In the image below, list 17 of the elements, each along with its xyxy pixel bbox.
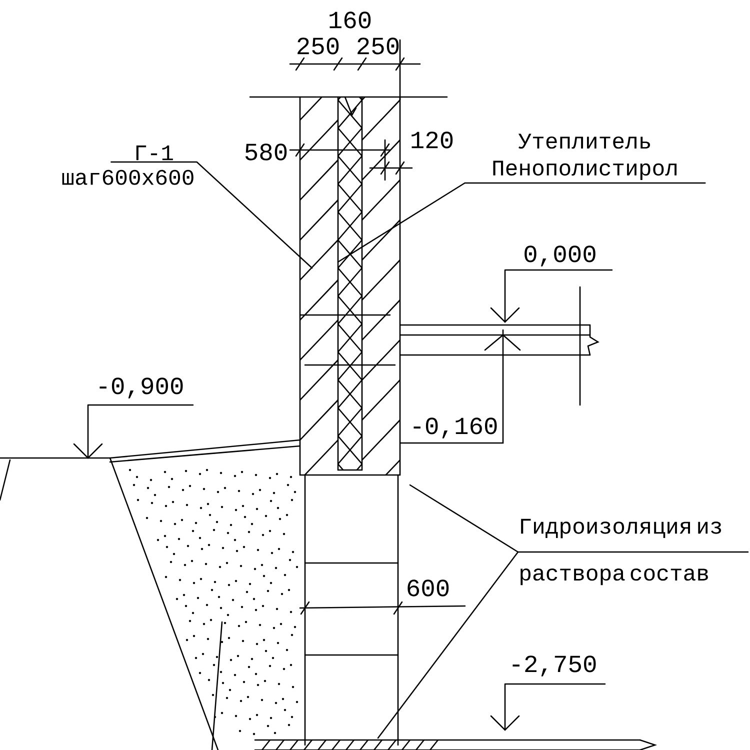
level-label: -2,750 [512, 656, 596, 676]
dimension-label: 250 [358, 38, 399, 54]
leader-line [409, 484, 749, 553]
dimension-label: 580 [245, 144, 287, 160]
dimension-label: 600 [408, 580, 449, 596]
leader-line [337, 182, 706, 263]
leader-line [110, 161, 313, 269]
leader-line [377, 551, 519, 739]
callout-text: Гидроизоляция из раствора состав [520, 518, 722, 586]
level-label: 0,000 [524, 246, 596, 266]
dimension-label: 250 [298, 38, 339, 54]
dimension-label: 120 [412, 132, 453, 148]
callout-text: Г-1 шаг600х600 [62, 146, 194, 185]
level-label: -0,160 [414, 418, 497, 438]
level-label: -0,900 [100, 378, 183, 398]
callout-text: Утеплитель Пенополистирол [493, 134, 677, 180]
dimension-label: 160 [330, 12, 371, 28]
